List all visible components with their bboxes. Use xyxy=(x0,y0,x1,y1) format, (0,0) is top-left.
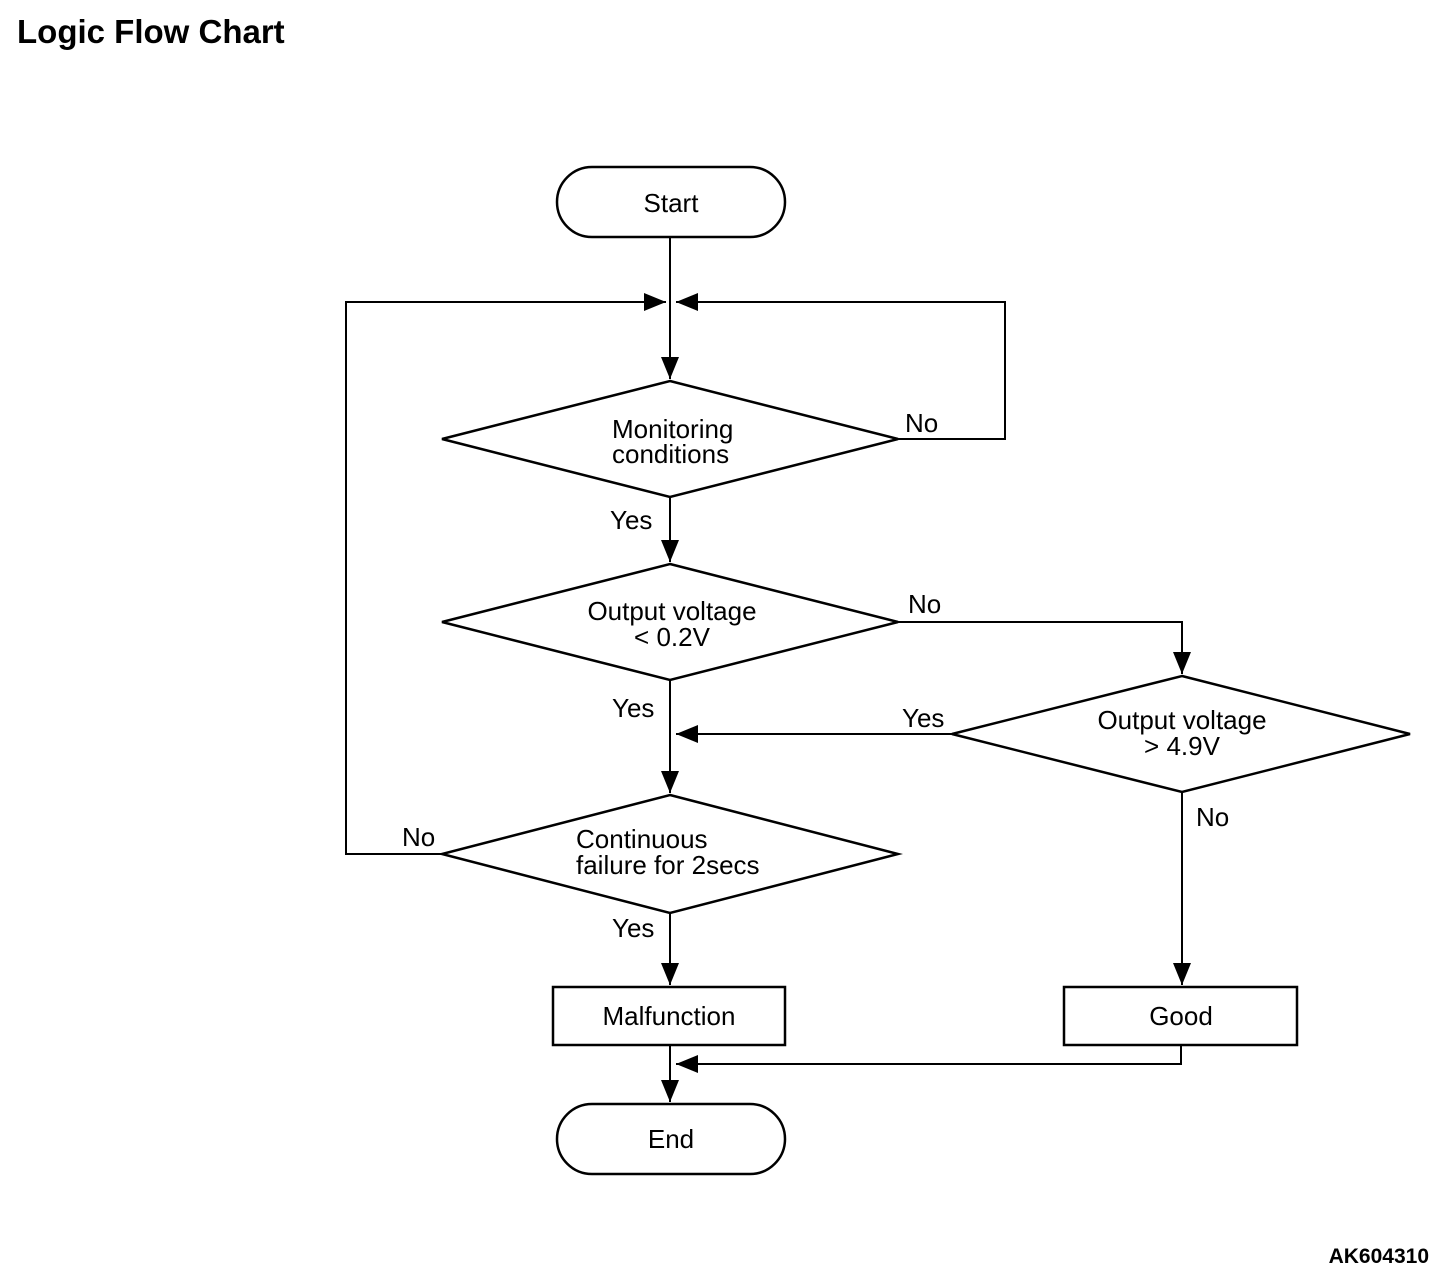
edge-label-output-high-no: No xyxy=(1196,802,1229,832)
monitoring-conditions-diamond xyxy=(441,379,899,499)
start-terminal-shape xyxy=(555,165,787,239)
malfunction-box xyxy=(551,985,787,1047)
monitoring-conditions-label-line1: Monitoring xyxy=(612,414,733,444)
node-continuous-failure: Continuous failure for 2secs xyxy=(437,793,903,915)
continuous-failure-label-line1: Continuous xyxy=(576,824,708,854)
page-title: Logic Flow Chart xyxy=(17,13,285,50)
output-voltage-low-label-line1: Output voltage xyxy=(587,596,756,626)
monitoring-conditions-label-line2: conditions xyxy=(612,439,729,469)
output-voltage-high-label-line2: > 4.9V xyxy=(1144,731,1221,761)
flowchart-edge-labels: No Yes No Yes Yes No No Yes xyxy=(402,408,1229,943)
end-terminal-shape xyxy=(555,1102,787,1176)
node-malfunction: Malfunction xyxy=(551,985,787,1047)
edge-monitoring-no-loop xyxy=(676,293,1006,440)
node-good: Good xyxy=(1062,985,1299,1047)
node-start: Start xyxy=(555,165,787,239)
edge-label-output-low-no: No xyxy=(908,589,941,619)
start-label: Start xyxy=(644,188,700,218)
good-label: Good xyxy=(1149,1001,1213,1031)
output-voltage-high-diamond xyxy=(951,674,1411,794)
node-output-voltage-low: Output voltage < 0.2V xyxy=(441,562,899,682)
node-end: End xyxy=(555,1102,787,1176)
edge-label-continuous-no: No xyxy=(402,822,435,852)
edge-output-low-no xyxy=(898,621,1191,674)
edge-label-monitoring-yes: Yes xyxy=(610,505,652,535)
figure-code: AK604310 xyxy=(1329,1245,1429,1268)
edge-label-output-high-yes: Yes xyxy=(902,703,944,733)
malfunction-label: Malfunction xyxy=(603,1001,736,1031)
continuous-failure-label-line2: failure for 2secs xyxy=(576,850,760,880)
flowchart-edges xyxy=(345,237,1191,1102)
edge-label-output-low-yes: Yes xyxy=(612,693,654,723)
edge-label-continuous-yes: Yes xyxy=(612,913,654,943)
node-output-voltage-high: Output voltage > 4.9V xyxy=(951,674,1411,794)
output-voltage-low-diamond xyxy=(441,562,899,682)
output-voltage-high-label-line1: Output voltage xyxy=(1097,705,1266,735)
edge-label-monitoring-no: No xyxy=(905,408,938,438)
good-box xyxy=(1062,985,1299,1047)
continuous-failure-diamond xyxy=(437,793,903,915)
edge-good-to-end xyxy=(676,1045,1182,1073)
output-voltage-low-label-line2: < 0.2V xyxy=(634,622,711,652)
end-label: End xyxy=(648,1124,694,1154)
edge-continuous-no-loop xyxy=(345,293,666,855)
node-monitoring-conditions: Monitoring conditions xyxy=(441,379,899,499)
